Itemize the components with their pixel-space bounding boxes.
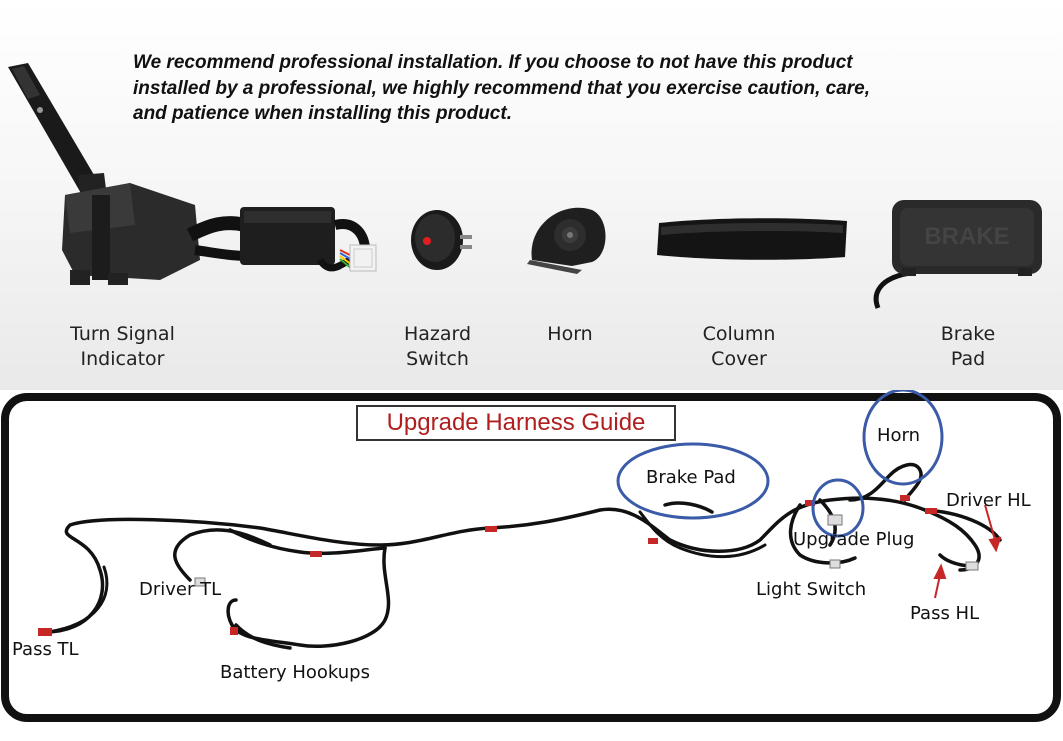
product-label-horn: Horn [547,323,593,345]
label-horn: Horn [877,425,921,446]
turn-signal-assembly-icon [8,63,377,285]
horn-icon [527,207,606,274]
pointer-arrows [933,504,1002,599]
notice-line-2: installed by a professional, we highly r… [133,77,871,99]
label-battery-hookups: Battery Hookups [220,662,370,683]
label-upgrade-plug: Upgrade Plug [793,529,915,550]
product-label-column-cover: Column Cover [702,323,776,370]
harness-guide-title: Upgrade Harness Guide [356,405,676,441]
product-label-brake-pad: Brake Pad [940,323,996,370]
label-pass-tl: Pass TL [12,639,79,660]
harness-guide-title-text: Upgrade Harness Guide [386,409,646,436]
installation-notice: We recommend professional installation. … [133,50,963,127]
product-label-hazard-switch: Hazard Switch [403,323,472,370]
label-pass-hl: Pass HL [910,603,980,624]
brake-pad-embossed-text: BRAKE [924,223,1009,250]
label-driver-hl: Driver HL [946,490,1031,511]
highlight-circles [616,390,944,538]
product-panel: We recommend professional installation. … [0,0,1063,390]
label-light-switch: Light Switch [756,579,867,600]
product-label-turn-signal: Turn Signal Indicator [70,323,175,370]
hazard-switch-icon [411,210,472,270]
harness-diagram [1,390,1061,722]
diagram-frame [1,393,1061,722]
notice-line-1: We recommend professional installation. … [133,52,853,73]
harness-end-plugs [194,514,979,587]
notice-line-3: and patience when installing this produc… [133,103,512,124]
brake-pad-icon: BRAKE [873,200,1042,309]
column-cover-icon [657,218,847,260]
harness-connectors [38,495,937,636]
label-driver-tl: Driver TL [139,579,222,600]
label-brake-pad: Brake Pad [646,467,736,488]
